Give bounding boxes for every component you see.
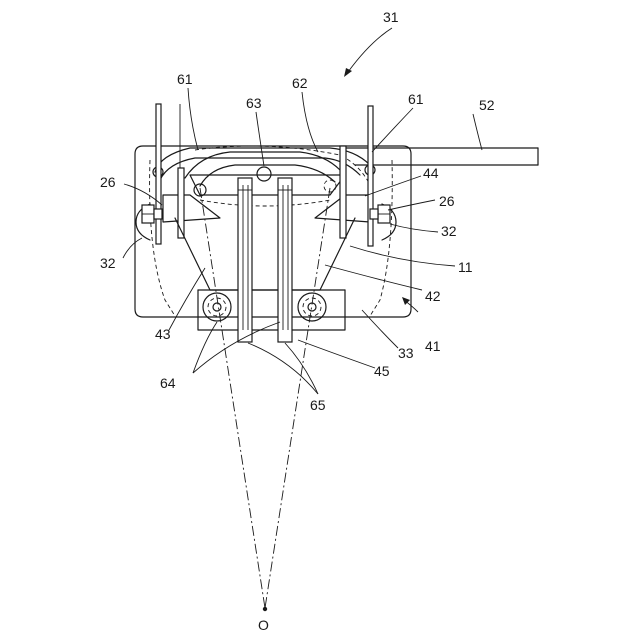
- bridge-plate: [190, 175, 345, 195]
- hidden-contour: [150, 160, 393, 316]
- label-26-right: 26: [439, 193, 455, 209]
- label-43: 43: [155, 326, 171, 342]
- label-52: 52: [479, 97, 495, 113]
- frame-42: [175, 218, 355, 290]
- label-62: 62: [292, 75, 308, 91]
- label-63: 63: [246, 95, 262, 111]
- label-61-left: 61: [177, 71, 193, 87]
- label-61-right: 61: [408, 91, 424, 107]
- label-64: 64: [160, 375, 176, 391]
- side-bracket-left: [163, 195, 220, 222]
- label-33: 33: [398, 345, 414, 361]
- label-44: 44: [423, 165, 439, 181]
- reference-labels: 31 61 62 63 61 52 26 44 26 32 32 11 42 4…: [100, 9, 495, 633]
- label-31: 31: [383, 9, 399, 25]
- label-65: 65: [310, 397, 326, 413]
- point-o: [263, 607, 267, 611]
- pin-63: [257, 167, 271, 181]
- label-42: 42: [425, 288, 441, 304]
- label-11: 11: [458, 259, 473, 275]
- label-32-right: 32: [441, 223, 457, 239]
- label-o: O: [258, 617, 269, 633]
- label-26-left: 26: [100, 174, 116, 190]
- label-32-left: 32: [100, 255, 116, 271]
- label-41: 41: [425, 338, 441, 354]
- label-45: 45: [374, 363, 390, 379]
